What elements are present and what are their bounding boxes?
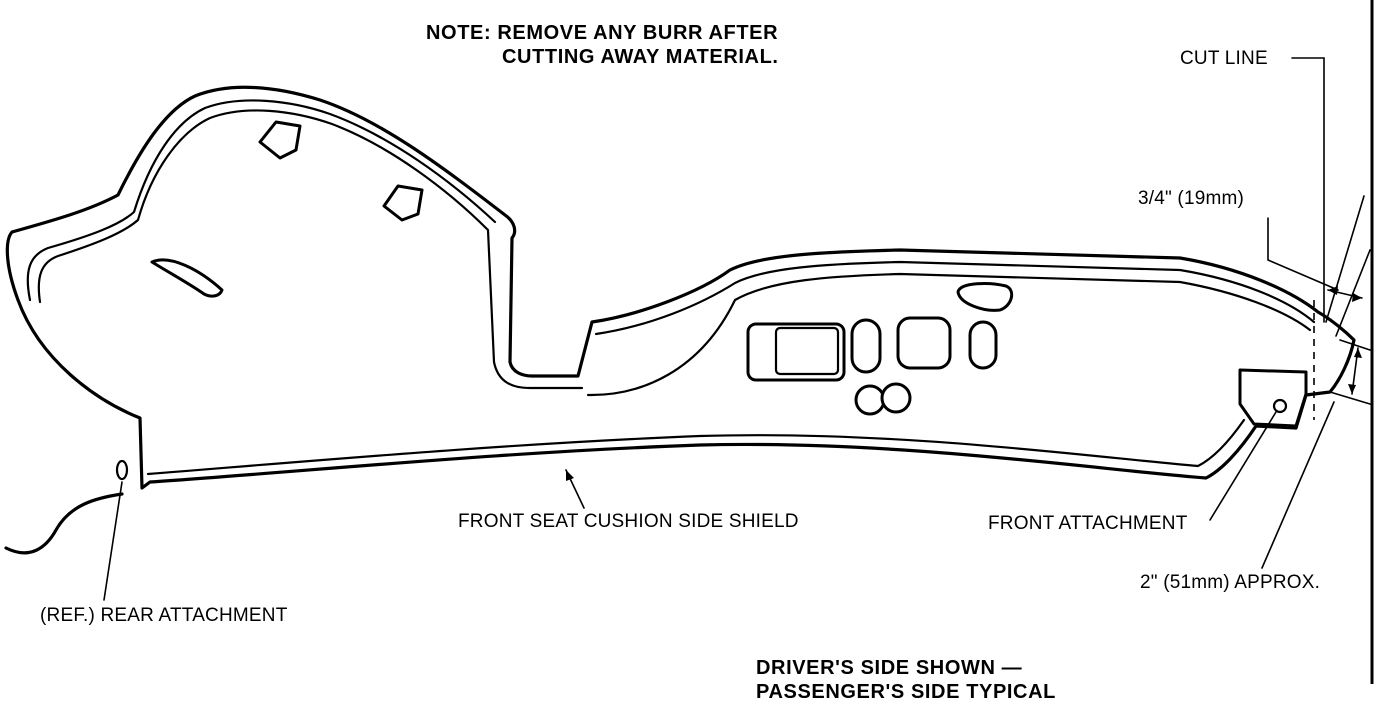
shield-top-rim-2: [37, 109, 584, 390]
rear-cable: [4, 492, 124, 555]
slot-oval-2: [968, 320, 998, 370]
knob-right: [880, 382, 912, 414]
switch-box-large: [746, 322, 846, 382]
dim-2-ext-bottom: [1329, 391, 1371, 405]
cut-line-leader: [1291, 57, 1325, 323]
dim-2-arrowhead-b: [1348, 384, 1356, 394]
footer-line-1: DRIVER'S SIDE SHOWN —: [756, 657, 1023, 679]
footer-line-2: PASSENGER'S SIDE TYPICAL: [756, 681, 1056, 703]
dim-3-4-leader: [1267, 217, 1339, 291]
rear-attachment-leader: [103, 481, 123, 601]
front-attachment-label: FRONT ATTACHMENT: [988, 513, 1188, 534]
dim-3-4-arrowhead-a: [1328, 286, 1338, 295]
dim-3-4-ext-1: [1325, 195, 1365, 323]
front-attachment-hole: [1272, 398, 1288, 414]
upper-slot: [150, 258, 224, 298]
shield-inner-rim: [146, 418, 1246, 476]
shield-top-rim: [26, 99, 497, 302]
rear-attachment-label: (REF.) REAR ATTACHMENT: [40, 605, 288, 626]
front-attachment-leader: [1209, 411, 1277, 521]
note-line-1: NOTE: REMOVE ANY BURR AFTER: [426, 22, 779, 44]
shield-mid-rim: [594, 260, 1316, 336]
slot-oval-1: [850, 318, 882, 374]
upper-tab-right: [382, 184, 424, 222]
knob-left: [854, 384, 886, 416]
note-line-2: CUTTING AWAY MATERIAL.: [502, 46, 779, 68]
dim-3-4-arrowhead-b: [1352, 293, 1362, 302]
shield-outer-outline: [5, 85, 1356, 490]
top-switch: [956, 282, 1014, 312]
dim-2-ext-top: [1339, 339, 1371, 351]
shield-mid-rim-2: [586, 272, 1312, 397]
three-quarter-label: 3/4" (19mm): [1138, 188, 1245, 209]
front-seat-shield-label: FRONT SEAT CUSHION SIDE SHIELD: [458, 511, 799, 532]
slot-square: [896, 316, 952, 370]
two-inch-label: 2" (51mm) APPROX.: [1140, 572, 1321, 593]
dim-2-arrowhead-a: [1354, 348, 1362, 358]
switch-box-inner: [774, 326, 840, 376]
cut-line-label: CUT LINE: [1180, 48, 1268, 69]
front-bracket: [1238, 368, 1308, 428]
upper-tab-left: [258, 120, 302, 160]
shield-leader-arrowhead: [566, 470, 574, 481]
dim-2-leader: [1261, 401, 1335, 569]
rear-attachment-hole: [115, 459, 129, 481]
